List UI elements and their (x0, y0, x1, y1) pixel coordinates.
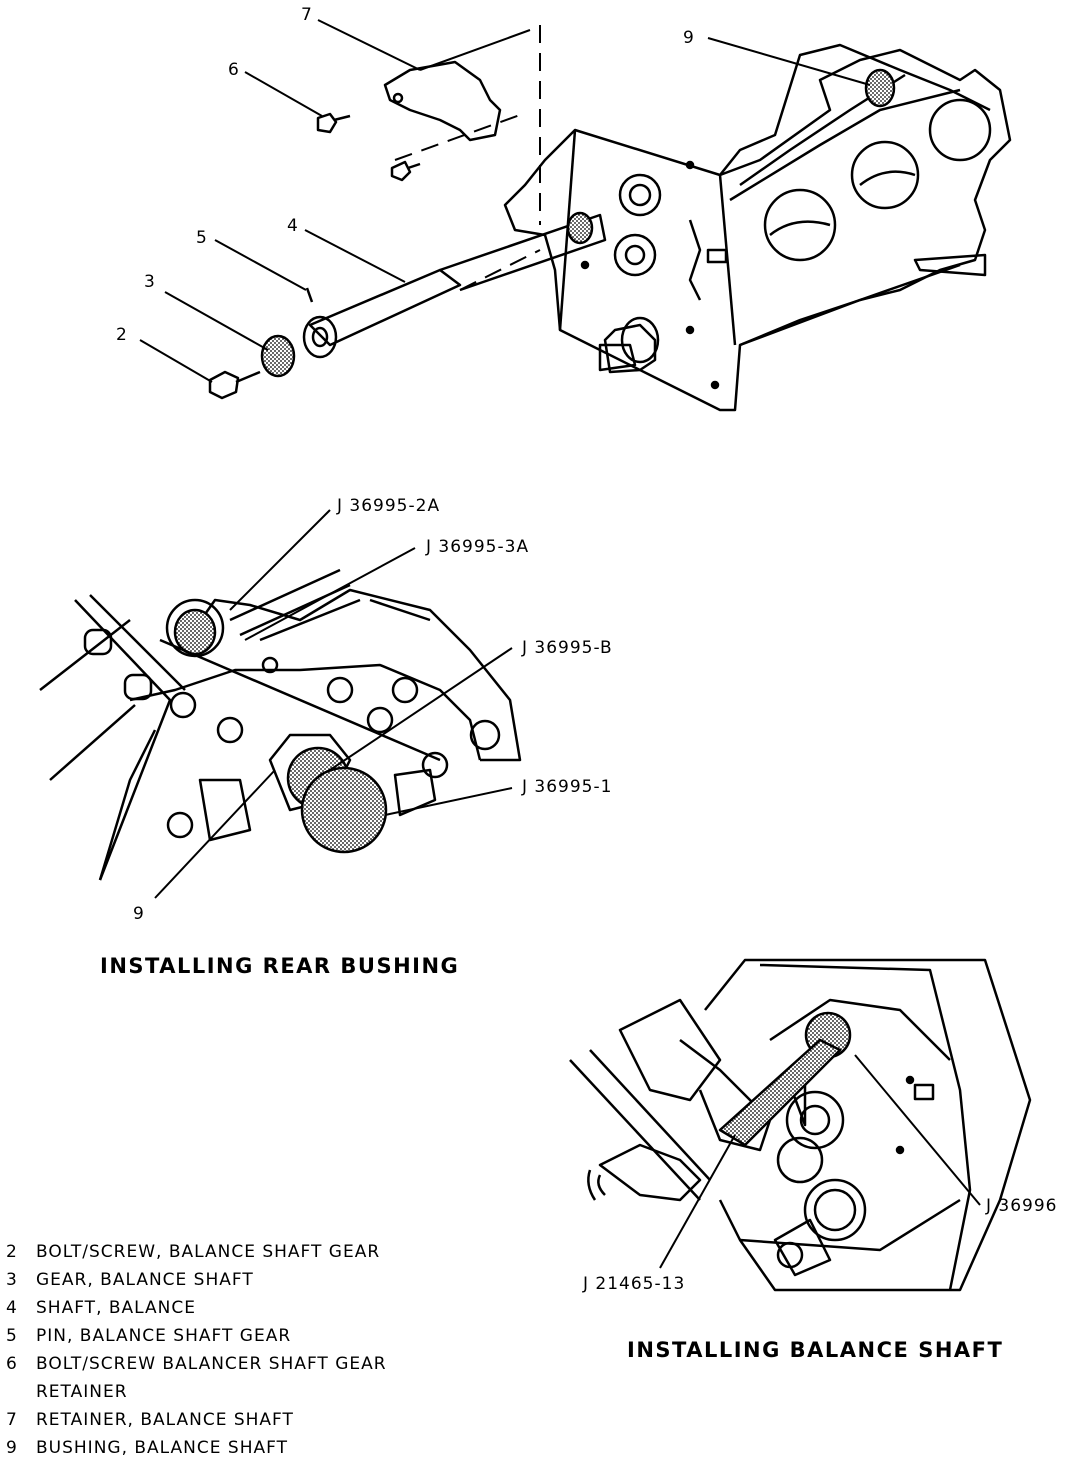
legend-text: BUSHING, BALANCE SHAFT (36, 1438, 288, 1458)
legend-number: 9 (6, 1438, 18, 1458)
tool-label-j-36995-3a: J 36995-3A (426, 537, 530, 557)
tool-label-j-36995-1: J 36995-1 (522, 777, 613, 797)
tool-label-j-36995-2a: J 36995-2A (337, 496, 441, 516)
rear-bushing-illustration (39, 509, 522, 899)
legend-text: BOLT/SCREW, BALANCE SHAFT GEAR (36, 1242, 381, 1262)
callout-6: 6 (228, 60, 240, 80)
legend-number: 2 (6, 1242, 18, 1262)
tool-label-j-36996: J 36996 (986, 1196, 1058, 1216)
legend-text: GEAR, BALANCE SHAFT (36, 1270, 254, 1290)
legend-number: 3 (6, 1270, 18, 1290)
callout-7: 7 (301, 5, 313, 25)
engine-block-exploded-view (139, 19, 1012, 412)
callout-9: 9 (683, 28, 695, 48)
tool-label-j-21465-13: J 21465-13 (583, 1274, 686, 1294)
legend-item: 6 BOLT/SCREW BALANCER SHAFT GEAR (6, 1350, 387, 1378)
balance-shaft-caption: INSTALLING BALANCE SHAFT (627, 1338, 1004, 1362)
callout-9-rear: 9 (133, 904, 145, 924)
callout-3: 3 (144, 272, 156, 292)
legend-text-continuation: RETAINER (36, 1382, 128, 1402)
legend-item: 9 BUSHING, BALANCE SHAFT (6, 1434, 387, 1460)
legend-number: 5 (6, 1326, 18, 1346)
callout-5: 5 (196, 228, 208, 248)
legend-item: 3 GEAR, BALANCE SHAFT (6, 1266, 387, 1294)
legend-number: 7 (6, 1410, 18, 1430)
balance-shaft-illustration (569, 958, 1032, 1292)
legend-text: PIN, BALANCE SHAFT GEAR (36, 1326, 292, 1346)
callout-4: 4 (287, 216, 299, 236)
parts-legend: 2 BOLT/SCREW, BALANCE SHAFT GEAR 3 GEAR,… (6, 1238, 387, 1460)
legend-item: 7 RETAINER, BALANCE SHAFT (6, 1406, 387, 1434)
legend-text: RETAINER, BALANCE SHAFT (36, 1410, 294, 1430)
legend-item: 5 PIN, BALANCE SHAFT GEAR (6, 1322, 387, 1350)
legend-text: SHAFT, BALANCE (36, 1298, 196, 1318)
callout-2: 2 (116, 325, 128, 345)
legend-number: 4 (6, 1298, 18, 1318)
rear-bushing-caption: INSTALLING REAR BUSHING (100, 954, 460, 978)
tool-label-j-36995-b: J 36995-B (522, 638, 613, 658)
legend-text: BOLT/SCREW BALANCER SHAFT GEAR (36, 1354, 387, 1374)
legend-item: 2 BOLT/SCREW, BALANCE SHAFT GEAR (6, 1238, 387, 1266)
legend-item: 4 SHAFT, BALANCE (6, 1294, 387, 1322)
legend-number: 6 (6, 1354, 18, 1374)
